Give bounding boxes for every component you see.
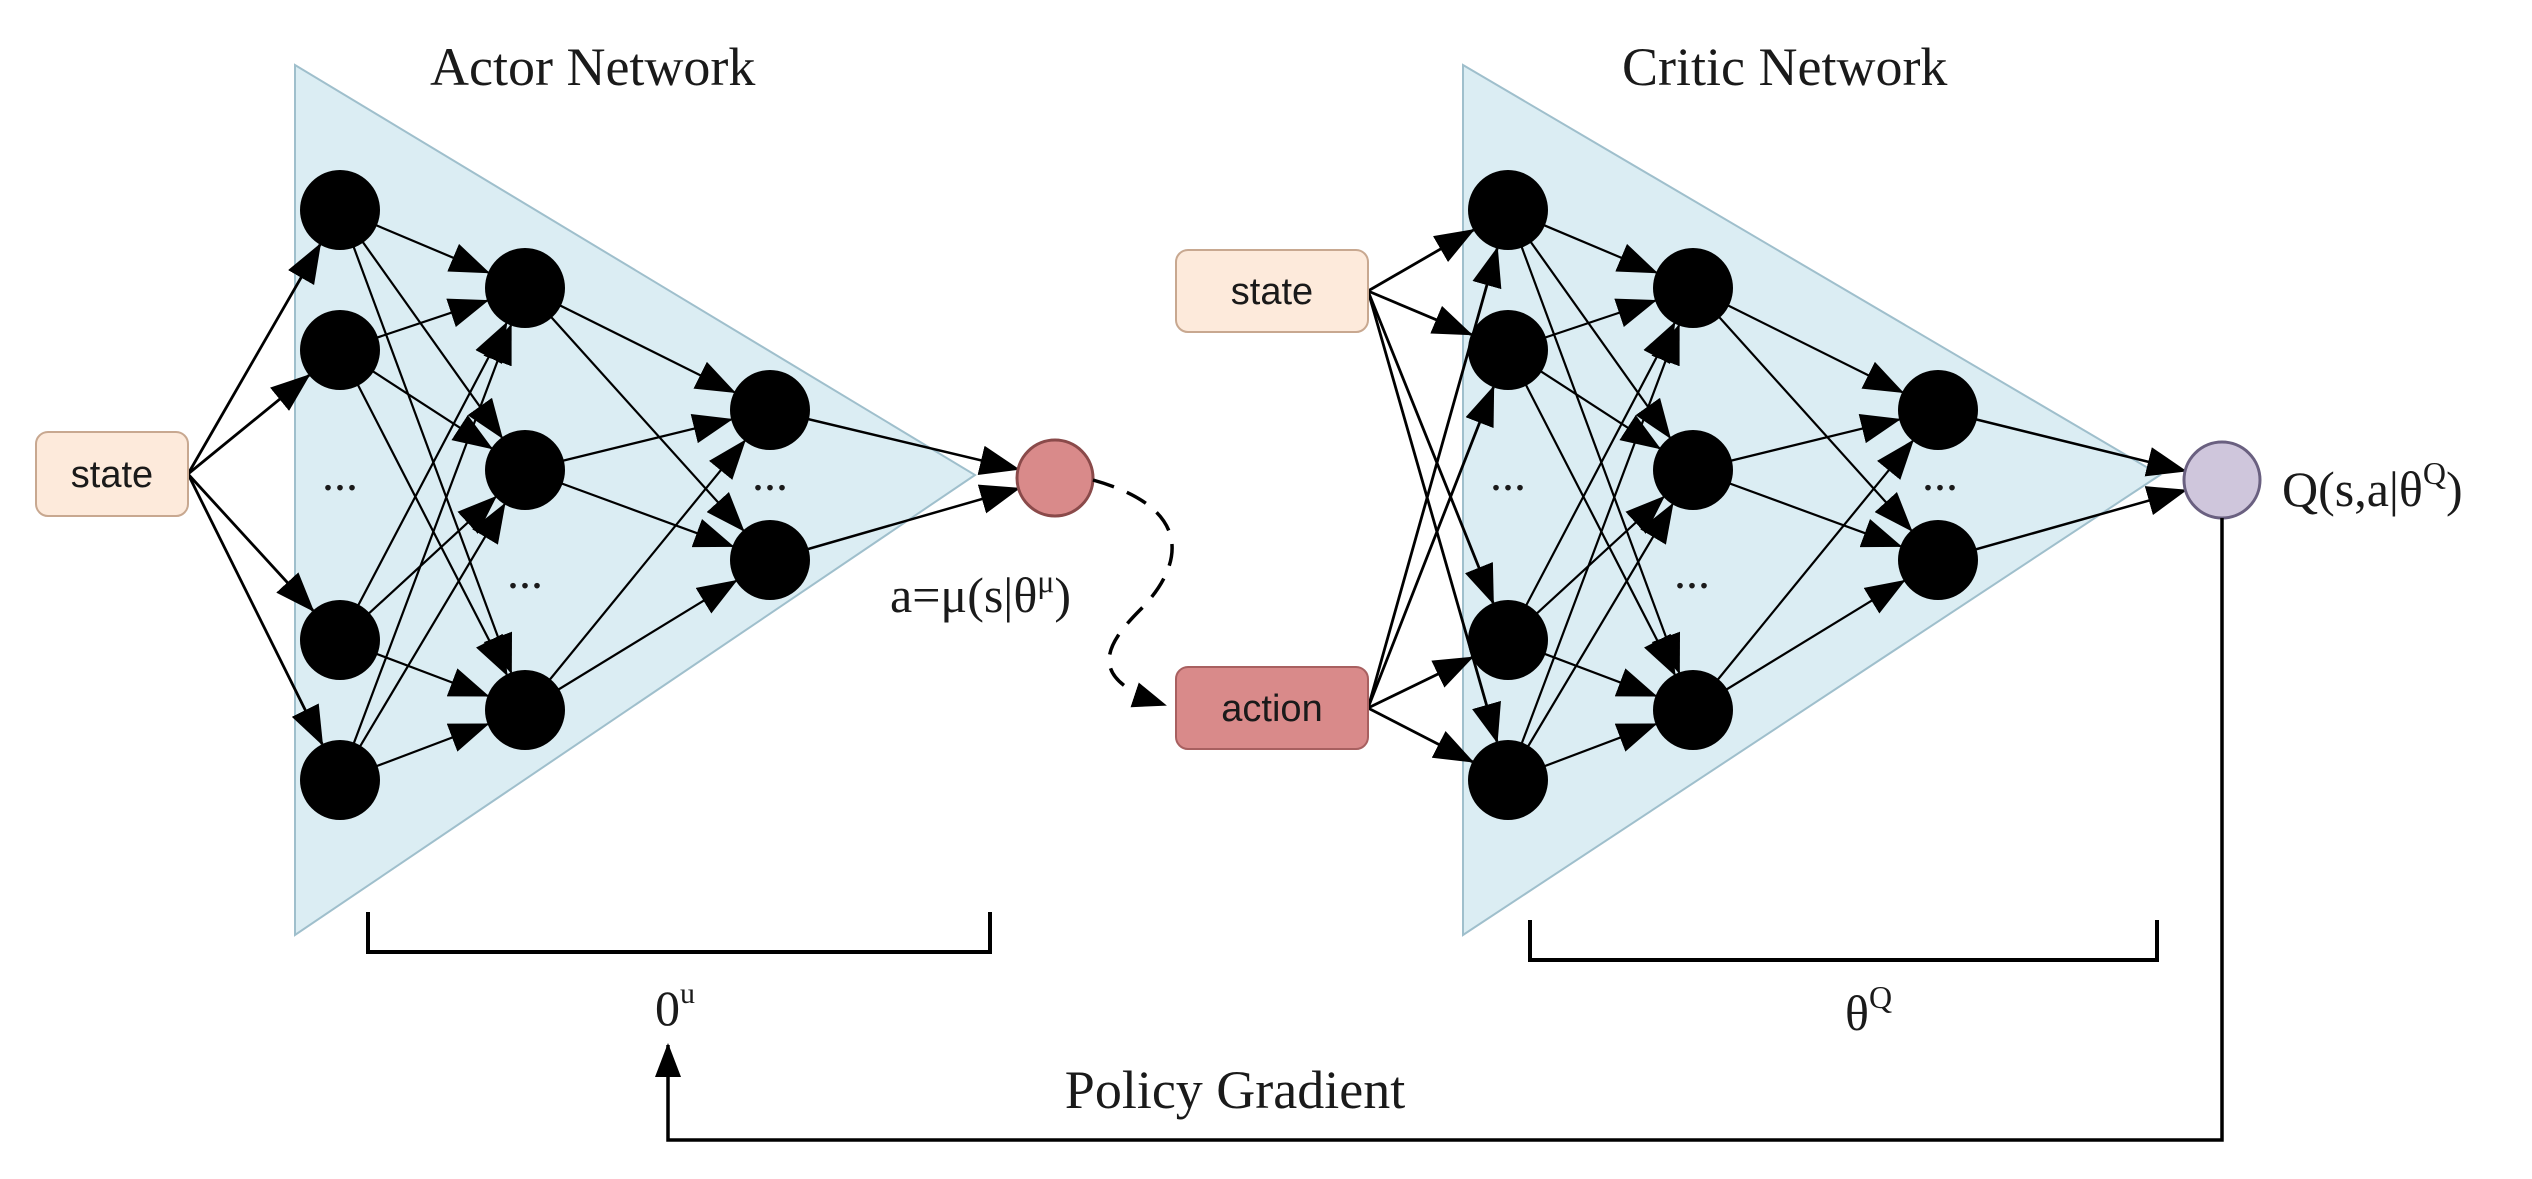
actor-hidden1-edge xyxy=(339,502,506,781)
actor-parameter-label: 0u xyxy=(655,977,695,1036)
actor-input-edge xyxy=(187,374,311,476)
actor-input-layer-neuron xyxy=(300,310,380,390)
critic-state-label: state xyxy=(1231,271,1313,313)
actor-input-layer-neuron xyxy=(300,740,380,820)
critic-input-layer-neuron xyxy=(1468,170,1548,250)
critic-connections xyxy=(1366,208,2188,782)
actor-hidden2-edge xyxy=(524,287,745,532)
critic-parameter-bracket xyxy=(1528,920,2159,962)
critic-hidden2-edge xyxy=(1692,579,1906,711)
actor-hidden-layer-1-neuron xyxy=(485,670,565,750)
critic-output-formula: Q(s,a|θQ) xyxy=(2282,455,2463,517)
actor-input-edge xyxy=(186,473,324,746)
policy-gradient-arrow xyxy=(655,518,2224,1142)
actor-parameter-base: 0 xyxy=(655,980,680,1036)
actor-output-formula-sup: μ xyxy=(1037,563,1054,599)
actor-output-formula: a=μ(s|θμ) xyxy=(890,563,1071,623)
actor-hidden2-edge xyxy=(524,579,738,711)
actor-output-formula-main: a=μ(s|θ xyxy=(890,567,1037,623)
critic-parameter-sup: Q xyxy=(1869,979,1892,1015)
actor-hidden-layer-1-neuron xyxy=(485,430,565,510)
actor-input-layer-neuron xyxy=(300,600,380,680)
critic-hidden-layer-2-neuron xyxy=(1898,370,1978,450)
critic-hidden1-edge xyxy=(1507,502,1674,781)
actor-hidden1-edge xyxy=(338,209,513,675)
critic-hidden1-edge xyxy=(1507,321,1676,641)
critic-input-edge xyxy=(1367,289,1473,336)
critic-state-box xyxy=(1175,249,1369,333)
actor-output-edge xyxy=(769,484,1021,562)
actor-hidden2-edge xyxy=(524,439,746,711)
critic-input-layer-neuron xyxy=(1468,310,1548,390)
critic-neurons xyxy=(1468,170,1978,820)
actor-network-triangle xyxy=(294,63,977,937)
critic-input-edge xyxy=(1366,246,1502,709)
actor-layer2-ellipsis: ... xyxy=(507,546,543,599)
critic-output-edge xyxy=(1937,486,2188,562)
actor-state-label: state xyxy=(71,454,153,496)
actor-neurons xyxy=(300,170,810,820)
actor-hidden-layer-2-neuron xyxy=(730,520,810,600)
critic-output-edge xyxy=(1937,408,2188,477)
critic-layer2-ellipsis: ... xyxy=(1674,546,1710,599)
critic-input-edge xyxy=(1367,656,1474,710)
critic-hidden-layer-1-neuron xyxy=(1653,248,1733,328)
critic-output-formula-main: Q(s,a|θ xyxy=(2282,461,2423,517)
actor-output-node xyxy=(1015,438,1095,518)
actor-hidden-layer-2-neuron xyxy=(730,370,810,450)
actor-input-layer-neuron xyxy=(300,170,380,250)
critic-input-layer-neuron xyxy=(1468,740,1548,820)
critic-hidden2-edge xyxy=(1692,439,1914,711)
actor-output-formula-close: ) xyxy=(1054,567,1071,623)
critic-output-formula-sup: Q xyxy=(2423,455,2446,491)
critic-network-triangle xyxy=(1462,63,2162,937)
actor-parameter-bracket xyxy=(366,912,992,954)
critic-input-edge xyxy=(1367,228,1476,293)
critic-hidden1-edge xyxy=(1506,209,1681,675)
critic-parameter-label: θQ xyxy=(1845,979,1892,1041)
actor-hidden1-edge xyxy=(339,349,508,677)
critic-layer3-ellipsis: ... xyxy=(1922,448,1958,501)
critic-hidden-layer-2-neuron xyxy=(1898,520,1978,600)
critic-hidden-layer-1-neuron xyxy=(1653,670,1733,750)
actor-hidden1-edge xyxy=(339,321,508,641)
critic-action-box xyxy=(1175,666,1369,750)
actor-state-box xyxy=(35,431,189,517)
critic-hidden-layer-1-neuron xyxy=(1653,430,1733,510)
critic-hidden2-edge xyxy=(1692,287,1913,532)
actor-hidden1-edge xyxy=(338,323,512,781)
critic-input-edge xyxy=(1366,290,1501,744)
actor-input-edge xyxy=(186,242,322,475)
critic-input-layer-neuron xyxy=(1468,600,1548,680)
actor-layer3-ellipsis: ... xyxy=(752,448,788,501)
critic-output-formula-close: ) xyxy=(2446,461,2463,517)
critic-hidden1-edge xyxy=(1507,349,1676,677)
critic-parameter-base: θ xyxy=(1845,985,1869,1041)
critic-input-edge xyxy=(1367,706,1475,763)
critic-output-node xyxy=(2182,440,2262,520)
critic-input-edge xyxy=(1366,290,1495,605)
critic-network-title: Critic Network xyxy=(1622,37,1947,97)
actor-input-edge xyxy=(186,473,315,612)
actor-parameter-sup: u xyxy=(680,977,695,1010)
actor-output-edge xyxy=(769,408,1020,475)
critic-hidden1-edge xyxy=(1506,323,1680,781)
critic-input-edge xyxy=(1366,385,1495,709)
actor-to-action-dashed-arrow xyxy=(1092,478,1174,708)
actor-layer1-ellipsis: ... xyxy=(322,448,358,501)
critic-layer1-ellipsis: ... xyxy=(1490,448,1526,501)
critic-action-label: action xyxy=(1221,688,1322,730)
policy-gradient-label: Policy Gradient xyxy=(1065,1060,1405,1120)
actor-hidden-layer-1-neuron xyxy=(485,248,565,328)
actor-network-title: Actor Network xyxy=(430,37,755,97)
